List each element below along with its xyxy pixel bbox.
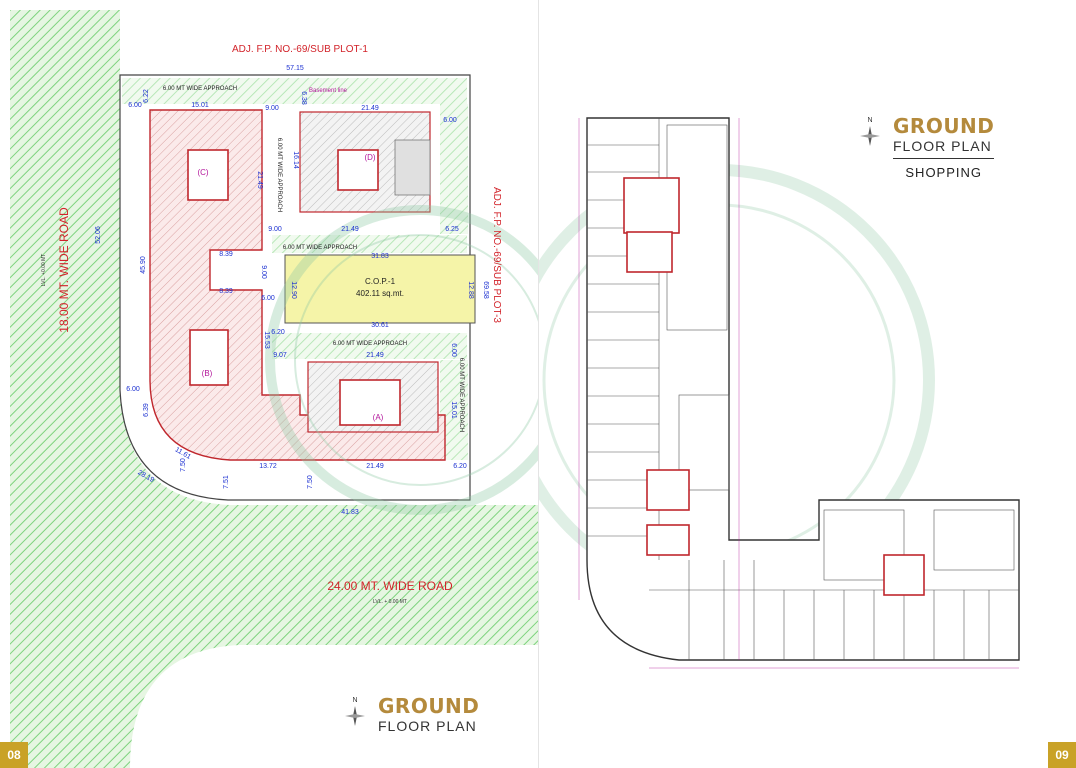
dim: 13.72 — [259, 463, 277, 470]
approach-band — [440, 104, 468, 234]
approach-label: 6.00 MT WIDE APPROACH — [283, 245, 357, 251]
block-label-c: (C) — [197, 168, 208, 177]
approach-label: 6.00 MT WIDE APPROACH — [163, 86, 237, 92]
core-d — [337, 149, 379, 191]
dim: 6.00 — [443, 117, 457, 124]
building-outline — [586, 117, 1020, 661]
right-page: N GROUND FLOOR PLAN SHOPPING 09 — [538, 0, 1076, 768]
left-title-main: GROUND — [378, 694, 480, 718]
dim: 6.22 — [143, 89, 150, 103]
dim: 6.00 — [126, 386, 140, 393]
svg-text:N: N — [352, 697, 357, 704]
dim: 12.88 — [467, 281, 474, 299]
dim-top-width: 57.15 — [286, 65, 304, 72]
dim: 31.83 — [371, 253, 389, 260]
dim-bottom-width: 41.83 — [341, 509, 359, 516]
road-left-level: LVL. +0.00 MT — [41, 254, 47, 287]
right-title-main: GROUND — [893, 114, 995, 138]
dim: 6.20 — [453, 463, 467, 470]
dim: 9.07 — [273, 352, 287, 359]
shopping-floor-plan — [539, 117, 1020, 669]
core-b — [189, 329, 229, 386]
approach-band — [272, 235, 467, 253]
right-title-extra: SHOPPING — [905, 165, 983, 180]
dim: 9.00 — [260, 265, 267, 279]
adj-right-label: ADJ. F.P. NO.-69/SUB PLOT-3 — [491, 187, 502, 323]
adj-top-label: ADJ. F.P. NO.-69/SUB PLOT-1 — [232, 44, 368, 55]
dim: 15.53 — [263, 331, 270, 349]
dim: 7.51 — [223, 475, 230, 489]
stair-d — [394, 139, 431, 196]
approach-label: 6.00 MT WIDE APPROACH — [276, 138, 282, 212]
cop-label: C.O.P.-1 — [365, 277, 396, 286]
grid-axes — [578, 118, 1019, 669]
left-page: C.O.P.-1 402.11 sq.mt. (A) (B) (C) (D) A… — [0, 10, 538, 768]
approach-band — [122, 78, 467, 104]
road-left-label: 18.00 MT. WIDE ROAD — [57, 207, 71, 333]
dim: 21.49 — [256, 171, 263, 189]
dim: 9.00 — [265, 105, 279, 112]
dim: 21.49 — [366, 463, 384, 470]
block-label-b: (B) — [202, 369, 213, 378]
right-title-sub: FLOOR PLAN — [893, 138, 992, 154]
dim: 6.00 — [450, 343, 457, 357]
page-number-right: 09 — [1048, 742, 1076, 768]
dim: 21.49 — [366, 352, 384, 359]
dim: 15.01 — [450, 401, 457, 419]
svg-text:N: N — [867, 117, 872, 124]
left-title-block: N GROUND FLOOR PLAN — [340, 694, 479, 734]
core-a — [339, 379, 401, 426]
core-c — [187, 149, 229, 201]
watermark-seal — [265, 205, 538, 515]
dim: 6.20 — [271, 329, 285, 336]
road-18m-area — [10, 10, 538, 768]
dim: 7.50 — [307, 475, 314, 489]
dim: 8.39 — [219, 251, 233, 258]
dim: 6.25 — [445, 226, 459, 233]
cop-area-value: 402.11 sq.mt. — [356, 289, 404, 298]
dim: 7.50 — [180, 458, 187, 472]
block-label-d: (D) — [364, 153, 375, 162]
dim: 6.38 — [300, 91, 307, 105]
title-divider — [893, 158, 995, 159]
dim: 15.01 — [191, 102, 209, 109]
road-bottom-level: LVL. + 0.00 MT — [373, 599, 407, 605]
basement-line-label: Basement line — [309, 88, 348, 94]
dim: 6.00 — [261, 295, 275, 302]
approach-label: 6.00 MT WIDE APPROACH — [458, 358, 464, 432]
dim-left-depth: 52.06 — [95, 226, 102, 244]
dim: 9.00 — [268, 226, 282, 233]
dim-right-depth: 69.58 — [482, 281, 489, 299]
approach-band — [272, 333, 467, 359]
shop-grid-horizontal — [649, 509, 1019, 660]
road-bottom-label: 24.00 MT. WIDE ROAD — [327, 579, 453, 593]
dim: 6.00 — [128, 102, 142, 109]
cop-area — [284, 254, 476, 324]
site-plan: C.O.P.-1 402.11 sq.mt. (A) (B) (C) (D) A… — [10, 10, 538, 768]
left-title-sub: FLOOR PLAN — [378, 718, 477, 734]
dim: 21.49 — [341, 226, 359, 233]
cores — [623, 177, 925, 596]
dim: 45.90 — [140, 256, 147, 274]
page-number-left: 08 — [0, 742, 28, 768]
block-label-a: (A) — [373, 413, 384, 422]
right-title-block: N GROUND FLOOR PLAN SHOPPING — [855, 114, 995, 180]
dim: 6.39 — [143, 403, 150, 417]
approach-label: 6.00 MT WIDE APPROACH — [333, 341, 407, 347]
dim: 21.49 — [361, 105, 379, 112]
dim: 12.90 — [290, 281, 297, 299]
dim: 16.14 — [292, 151, 299, 169]
dim: 8.39 — [219, 288, 233, 295]
compass-icon: N — [345, 697, 365, 726]
dim: 30.61 — [371, 322, 389, 329]
compass-icon: N — [860, 117, 880, 146]
